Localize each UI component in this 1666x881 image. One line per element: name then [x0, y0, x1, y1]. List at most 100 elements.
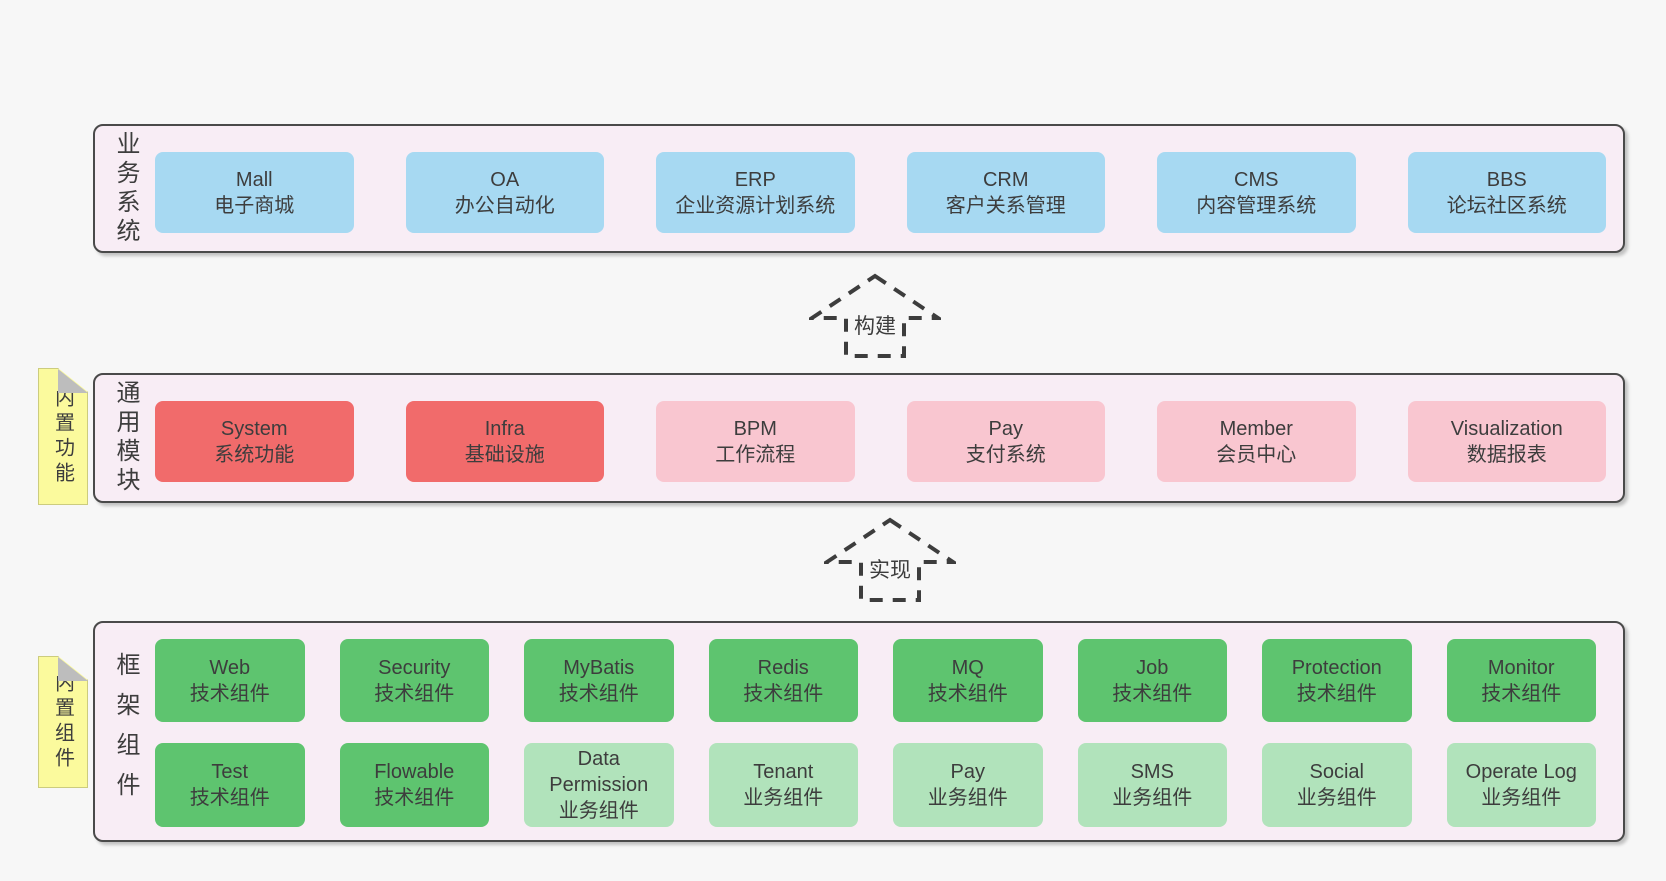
box-en-label: Monitor [1487, 656, 1555, 679]
box-en-label: Operate Log [1465, 761, 1577, 783]
box-member: Member 会员中心 [1157, 401, 1356, 482]
box-crm: CRM 客户关系管理 [906, 152, 1105, 233]
box-oa: OA 办公自动化 [405, 152, 604, 233]
box-bbs: BBS 论坛社区系统 [1407, 152, 1606, 233]
note-built-in-components-label: 内置组件 [51, 672, 74, 772]
box-infra: Infra 基础设施 [405, 401, 604, 482]
box-zh-label: 技术组件 [1296, 682, 1377, 705]
box-web: Web 技术组件 [155, 639, 305, 722]
box-en-label: BPM [733, 417, 777, 440]
implement-arrow-label: 实现 [865, 553, 915, 585]
box-operate-log: Operate Log 业务组件 [1446, 743, 1596, 827]
box-zh-label: 企业资源计划系统 [675, 194, 836, 217]
box-zh-label: 技术组件 [1112, 682, 1193, 705]
box-en-label: ERP [734, 168, 776, 191]
box-mybatis: MyBatis 技术组件 [524, 639, 674, 722]
business-side-label: 业务系统 [112, 130, 139, 247]
box-en-label: Web [209, 656, 251, 679]
box-en-label: Security [378, 656, 451, 679]
modules-boxes-row: System 系统功能 Infra 基础设施 BPM 工作流程 Pay 支付系统… [155, 401, 1606, 482]
components-row-2: Test 技术组件 Flowable 技术组件 Data Permission … [155, 743, 1596, 827]
build-arrow-icon: 构建 [809, 273, 941, 359]
box-zh-label: 技术组件 [374, 682, 455, 705]
box-en-label: Test [211, 761, 249, 783]
build-arrow-label: 构建 [850, 309, 900, 341]
box-flowable: Flowable 技术组件 [339, 743, 489, 827]
box-zh-label: 业务组件 [1481, 787, 1562, 809]
box-pay: Pay 支付系统 [906, 401, 1105, 482]
box-en-label: Mall [235, 168, 273, 191]
box-security: Security 技术组件 [339, 639, 489, 722]
box-zh-label: 技术组件 [1481, 682, 1562, 705]
box-en-label: Protection [1291, 656, 1382, 679]
box-zh-label: 内容管理系统 [1196, 194, 1317, 217]
layer-business-systems: 业务系统 Mall 电子商城 OA 办公自动化 ERP 企业资源计划系统 CRM… [93, 124, 1625, 253]
box-en-label: Tenant [753, 761, 814, 783]
box-zh-label: 基础设施 [464, 443, 545, 466]
box-en-label: Data Permission [549, 748, 649, 796]
box-en-label: MQ [951, 656, 984, 679]
box-zh-label: 业务组件 [558, 800, 639, 822]
box-zh-label: 支付系统 [965, 443, 1046, 466]
business-boxes-row: Mall 电子商城 OA 办公自动化 ERP 企业资源计划系统 CRM 客户关系… [155, 152, 1606, 233]
box-zh-label: 技术组件 [374, 787, 455, 809]
box-zh-label: 电子商城 [214, 194, 295, 217]
box-zh-label: 技术组件 [189, 787, 270, 809]
implement-arrow-icon: 实现 [824, 517, 956, 603]
box-zh-label: 会员中心 [1216, 443, 1297, 466]
box-zh-label: 技术组件 [743, 682, 824, 705]
box-monitor: Monitor 技术组件 [1446, 639, 1596, 722]
box-zh-label: 论坛社区系统 [1446, 194, 1567, 217]
box-en-label: CRM [982, 168, 1029, 191]
box-en-label: Infra [484, 417, 525, 440]
components-row-1: Web 技术组件 Security 技术组件 MyBatis 技术组件 Redi… [155, 639, 1596, 722]
box-en-label: Job [1136, 656, 1169, 679]
box-bpm: BPM 工作流程 [656, 401, 855, 482]
box-en-label: System [220, 417, 288, 440]
box-en-label: CMS [1234, 168, 1279, 191]
box-en-label: Member [1219, 417, 1293, 440]
box-protection: Protection 技术组件 [1262, 639, 1412, 722]
box-zh-label: 系统功能 [214, 443, 295, 466]
box-en-label: MyBatis [563, 656, 635, 679]
box-en-label: SMS [1130, 761, 1174, 783]
modules-side-label: 通用模块 [112, 380, 139, 496]
layer-common-modules: 通用模块 System 系统功能 Infra 基础设施 BPM 工作流程 Pay… [93, 373, 1625, 503]
box-zh-label: 业务组件 [927, 787, 1008, 809]
box-zh-label: 技术组件 [558, 682, 639, 705]
box-system: System 系统功能 [155, 401, 354, 482]
box-redis: Redis 技术组件 [708, 639, 858, 722]
box-en-label: Pay [950, 761, 985, 783]
box-social: Social 业务组件 [1262, 743, 1412, 827]
box-zh-label: 数据报表 [1466, 443, 1547, 466]
box-test: Test 技术组件 [155, 743, 305, 827]
box-job: Job 技术组件 [1077, 639, 1227, 722]
box-mall: Mall 电子商城 [155, 152, 354, 233]
note-built-in-features-label: 内置功能 [51, 386, 74, 487]
box-zh-label: 业务组件 [743, 787, 824, 809]
box-en-label: Flowable [374, 761, 455, 783]
box-zh-label: 技术组件 [927, 682, 1008, 705]
box-tenant: Tenant 业务组件 [708, 743, 858, 827]
box-mq: MQ 技术组件 [893, 639, 1043, 722]
box-en-label: Visualization [1450, 417, 1563, 440]
box-en-label: OA [490, 168, 520, 191]
box-en-label: Social [1309, 761, 1364, 783]
box-en-label: Pay [988, 417, 1023, 440]
box-pay-biz: Pay 业务组件 [893, 743, 1043, 827]
box-en-label: BBS [1486, 168, 1527, 191]
box-cms: CMS 内容管理系统 [1157, 152, 1356, 233]
components-side-label: 框架组件 [112, 651, 139, 812]
box-zh-label: 工作流程 [715, 443, 796, 466]
box-sms: SMS 业务组件 [1077, 743, 1227, 827]
layer-framework-components: 框架组件 Web 技术组件 Security 技术组件 MyBatis 技术组件… [93, 621, 1625, 842]
box-data-permission: Data Permission 业务组件 [524, 743, 674, 827]
box-en-label: Redis [757, 656, 809, 679]
box-erp: ERP 企业资源计划系统 [656, 152, 855, 233]
box-zh-label: 业务组件 [1112, 787, 1193, 809]
box-zh-label: 业务组件 [1296, 787, 1377, 809]
box-zh-label: 技术组件 [189, 682, 270, 705]
box-zh-label: 办公自动化 [454, 194, 555, 217]
box-zh-label: 客户关系管理 [945, 194, 1066, 217]
